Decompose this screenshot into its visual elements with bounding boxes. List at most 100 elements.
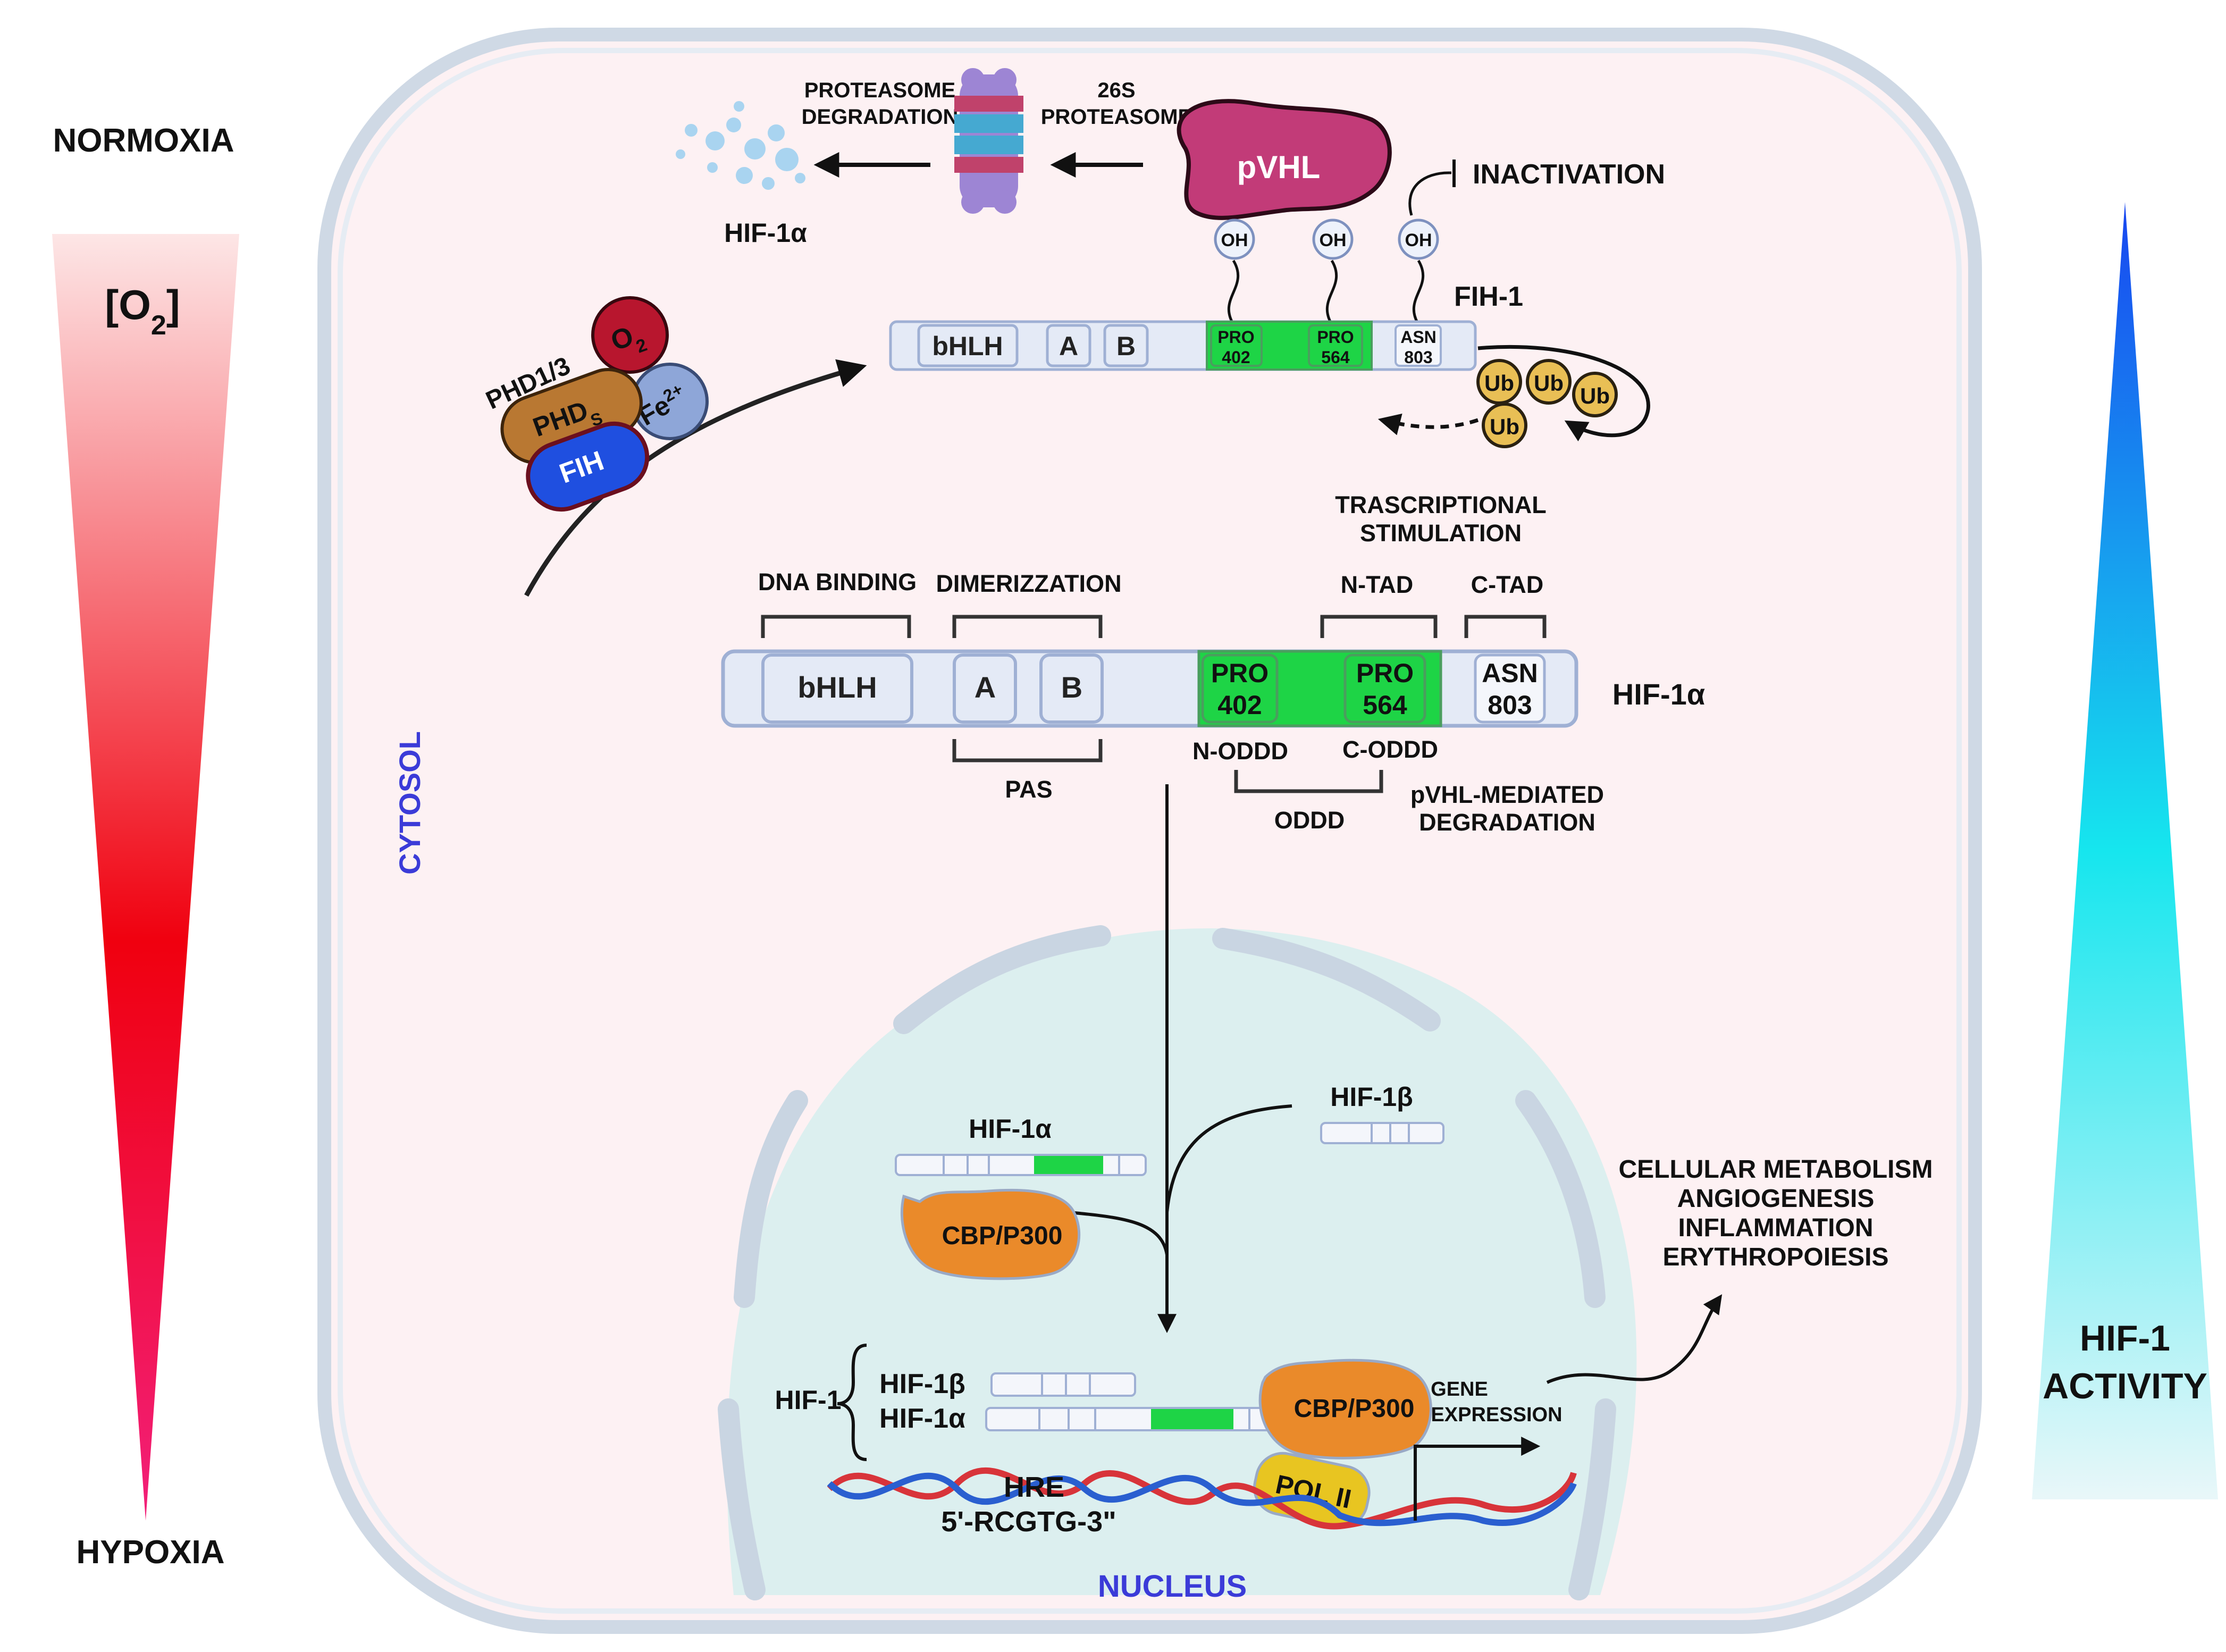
hre-sequence: 5'-RCGTG-3" bbox=[941, 1506, 1116, 1538]
dna-binding-bracket bbox=[761, 615, 911, 638]
domain-pro402-label-2: 402 bbox=[1217, 690, 1262, 720]
nuclear-envelope-right bbox=[1515, 1090, 1606, 1308]
nuclear-envelope-bottom-left bbox=[718, 1398, 766, 1600]
domain-pro402 bbox=[1201, 653, 1279, 724]
domain-a-label: A bbox=[975, 670, 996, 704]
coddd-label: C-ODDD bbox=[1342, 736, 1438, 763]
domain-pro402-label-1: PRO bbox=[1211, 658, 1269, 688]
outcome-cellular-metabolism: CELLULAR METABOLISM bbox=[1618, 1155, 1933, 1184]
hif1-activity-gradient-triangle bbox=[2032, 202, 2218, 1499]
dna-double-helix bbox=[827, 1467, 1577, 1530]
oddd-bracket bbox=[1234, 770, 1383, 793]
fih1-label: FIH-1 bbox=[1454, 281, 1523, 312]
hif1b-join-curve bbox=[1165, 1104, 1292, 1213]
top-asn803-2: 803 bbox=[1404, 348, 1432, 367]
hif1a-degraded-label: HIF-1α bbox=[724, 218, 807, 248]
fih-enzyme: FIH bbox=[526, 421, 650, 512]
proteasome-26s-label-2: PROTEASOME bbox=[1041, 105, 1192, 129]
ub-4: Ub bbox=[1482, 402, 1527, 448]
transcriptional-label-1: TRASCRIPTIONAL bbox=[1335, 491, 1547, 518]
outcome-erythropoiesis: ERYTHROPOIESIS bbox=[1663, 1243, 1889, 1271]
inactivation-label: INACTIVATION bbox=[1473, 159, 1665, 190]
domain-bhlh-label: bHLH bbox=[797, 670, 877, 704]
inactivation-inhibition bbox=[1408, 171, 1451, 216]
svg-text:Ub: Ub bbox=[1490, 414, 1519, 439]
top-bhlh: bHLH bbox=[932, 331, 1003, 361]
oddd-label: ODDD bbox=[1274, 807, 1345, 834]
complex-hif1b-bar bbox=[990, 1372, 1136, 1397]
outcome-angiogenesis: ANGIOGENESIS bbox=[1677, 1185, 1875, 1213]
domain-asn803-label-1: ASN bbox=[1482, 658, 1538, 688]
dimerization-label: DIMERIZZATION bbox=[936, 570, 1121, 597]
top-pro402-2: 402 bbox=[1222, 348, 1250, 367]
cbp-p300-free: CBP/P300 bbox=[900, 1188, 1081, 1280]
nuc-hif1b-bar bbox=[1320, 1122, 1444, 1144]
gene-expression-label-1: GENE bbox=[1431, 1378, 1488, 1401]
pvhl-mediated-label-1: pVHL-MEDIATED bbox=[1410, 781, 1604, 808]
domain-b bbox=[1039, 653, 1104, 724]
oh-label-1: OH bbox=[1221, 230, 1248, 250]
domain-map-protein-label: HIF-1α bbox=[1612, 677, 1705, 711]
oxygen-concentration-label: [O2] bbox=[105, 281, 180, 341]
fe2-ion: Fe2+ bbox=[631, 363, 709, 440]
cbp-join-curve bbox=[1068, 1211, 1169, 1255]
nuclear-envelope-bottom-right bbox=[1568, 1398, 1616, 1600]
nuc-hif1a-bar bbox=[895, 1154, 1147, 1176]
gene-expression-arrow bbox=[1546, 1294, 1723, 1384]
transcription-start-arrow bbox=[1414, 1437, 1541, 1521]
cytosol-label: CYTOSOL bbox=[393, 731, 426, 875]
oxygen-gradient-triangle bbox=[52, 234, 239, 1521]
pvhl-mediated-label-2: DEGRADATION bbox=[1419, 809, 1595, 836]
ntad-bracket bbox=[1320, 615, 1438, 638]
oh-stem-1 bbox=[1227, 259, 1240, 325]
nuclear-envelope-top-left bbox=[893, 925, 1111, 1034]
complex-hif1a-bar bbox=[985, 1407, 1285, 1431]
pvhl-label: pVHL bbox=[1237, 149, 1321, 185]
hif1-activity-label-line1: HIF-1 bbox=[2080, 1318, 2170, 1359]
hydroxylase-arrow bbox=[524, 359, 867, 597]
oh-badge-2 bbox=[1312, 219, 1354, 260]
top-pro564-2: 564 bbox=[1321, 348, 1350, 367]
hre-label: HRE bbox=[1004, 1471, 1064, 1503]
dimerization-bracket bbox=[952, 615, 1103, 638]
dna-binding-label: DNA BINDING bbox=[758, 568, 917, 596]
domain-pro564 bbox=[1343, 653, 1426, 724]
hydroxylase-complex: PHD1/3 O2 Fe2+ PHDS FIH bbox=[482, 296, 867, 597]
svg-text:Ub: Ub bbox=[1484, 371, 1514, 396]
outcomes: CELLULAR METABOLISM ANGIOGENESIS INFLAMM… bbox=[1618, 1155, 1933, 1271]
hif1a-domain-bar-top: bHLH A B PRO 402 PRO 564 ASN 803 bbox=[889, 320, 1477, 371]
domain-asn803-label-2: 803 bbox=[1488, 690, 1532, 720]
nuc-hif1b-label: HIF-1β bbox=[1330, 1082, 1413, 1112]
svg-text:Ub: Ub bbox=[1580, 383, 1610, 408]
pas-bracket bbox=[952, 739, 1103, 762]
domain-a bbox=[953, 653, 1017, 724]
oh-stem-2 bbox=[1325, 259, 1338, 325]
transcriptional-label-2: STIMULATION bbox=[1360, 519, 1522, 547]
oh-badge-1 bbox=[1214, 219, 1255, 260]
oh-label-2: OH bbox=[1320, 230, 1347, 250]
ub-loop-arrow bbox=[1477, 345, 1650, 442]
outcome-inflammation: INFLAMMATION bbox=[1678, 1214, 1873, 1242]
top-pro402-1: PRO bbox=[1217, 328, 1254, 347]
svg-text:Ub: Ub bbox=[1534, 371, 1564, 396]
ub-dashed-arrow bbox=[1377, 413, 1479, 435]
proteasome-26s-icon bbox=[954, 68, 1023, 214]
hif1a-domain-map: TRASCRIPTIONAL STIMULATION DNA BINDING D… bbox=[721, 491, 1705, 836]
domain-asn803 bbox=[1474, 653, 1546, 724]
hydroxylation-sites: OH OH OH INACTIVATION FIH-1 bbox=[1214, 159, 1665, 325]
nucleus-label: NUCLEUS bbox=[1098, 1569, 1247, 1604]
proteasome-26s-label-1: 26S bbox=[1097, 79, 1135, 102]
complex-hif1b-label: HIF-1β bbox=[879, 1369, 965, 1399]
top-b: B bbox=[1116, 331, 1136, 361]
hif1-activity-legend: HIF-1 ACTIVITY bbox=[2032, 202, 2218, 1499]
noddd-label: N-ODDD bbox=[1192, 737, 1288, 765]
hypoxia-label: HYPOXIA bbox=[76, 1534, 224, 1571]
nuclear-envelope-top-right bbox=[1212, 928, 1441, 1032]
svg-text:CBP/P300: CBP/P300 bbox=[1294, 1395, 1415, 1423]
cbp-p300-bound: CBP/P300 bbox=[1258, 1359, 1432, 1460]
ub-3: Ub bbox=[1572, 372, 1618, 417]
ubiquitination: Ub Ub Ub Ub bbox=[1377, 345, 1650, 448]
ntad-label: N-TAD bbox=[1341, 571, 1414, 598]
complex-hif1a-label: HIF-1α bbox=[879, 1403, 965, 1434]
nuclear-envelope-left bbox=[734, 1090, 808, 1308]
